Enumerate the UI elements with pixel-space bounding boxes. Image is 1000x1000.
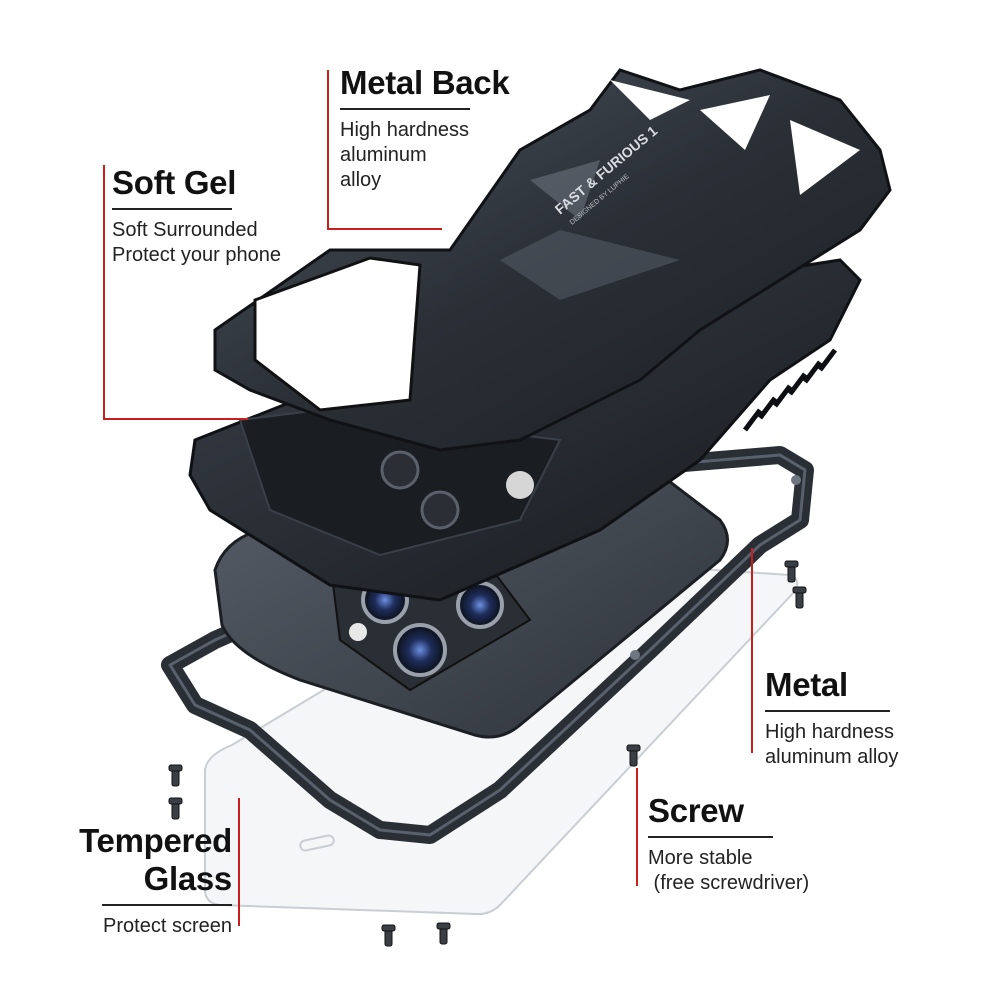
- label-metal-back-line: alloy: [340, 169, 382, 191]
- leader-screw-vertical: [636, 768, 638, 886]
- leader-soft-gel-horizontal: [103, 418, 248, 420]
- leader-metal-back-horizontal: [327, 228, 442, 230]
- screw-set: [168, 560, 807, 947]
- screw: [168, 797, 183, 820]
- label-metal-back-line: High hardness: [340, 119, 469, 141]
- label-metal-line: High hardness: [765, 721, 894, 743]
- label-screw-line: (free screwdriver): [648, 872, 810, 894]
- label-tempered-glass-title: Tempered: [79, 822, 232, 859]
- screw: [381, 924, 396, 947]
- screw: [168, 764, 183, 787]
- leader-metal-back-vertical: [327, 70, 329, 230]
- label-tempered-glass-title: Glass: [143, 860, 233, 897]
- label-soft-gel-title: Soft Gel: [112, 164, 237, 201]
- label-tempered-glass: Tempered Glass Protect screen: [40, 822, 232, 939]
- label-screw-title: Screw: [648, 792, 744, 829]
- leader-soft-gel-vertical: [103, 165, 105, 420]
- screw: [436, 922, 451, 945]
- camera-lens: [393, 623, 447, 677]
- label-metal-back-line: aluminum: [340, 144, 427, 166]
- label-metal-rule: [765, 710, 890, 712]
- label-soft-gel-line: Soft Surrounded: [112, 219, 258, 241]
- label-metal: Metal High hardness aluminum alloy: [765, 666, 925, 770]
- label-metal-back-title: Metal Back: [340, 64, 510, 101]
- screw: [792, 586, 807, 609]
- label-screw-line: More stable: [648, 847, 753, 869]
- screw: [784, 560, 799, 583]
- label-soft-gel: Soft Gel Soft Surrounded Protect your ph…: [112, 164, 302, 268]
- leader-tempered-glass-vertical: [238, 798, 240, 926]
- label-tempered-glass-rule: [102, 904, 232, 906]
- label-soft-gel-rule: [112, 208, 232, 210]
- label-metal-back: Metal Back High hardness aluminum alloy: [340, 64, 515, 193]
- label-metal-title: Metal: [765, 666, 848, 703]
- label-metal-line: aluminum alloy: [765, 746, 899, 768]
- label-soft-gel-line: Protect your phone: [112, 244, 281, 266]
- label-screw-rule: [648, 836, 773, 838]
- leader-metal-vertical: [751, 548, 753, 753]
- label-metal-back-rule: [340, 108, 470, 110]
- screw: [626, 744, 641, 767]
- metal-back-plate: FAST & FURIOUS 1 DESIGNED BY LUPHIE: [213, 68, 892, 452]
- label-screw: Screw More stable (free screwdriver): [648, 792, 823, 896]
- label-tempered-glass-line: Protect screen: [103, 915, 232, 937]
